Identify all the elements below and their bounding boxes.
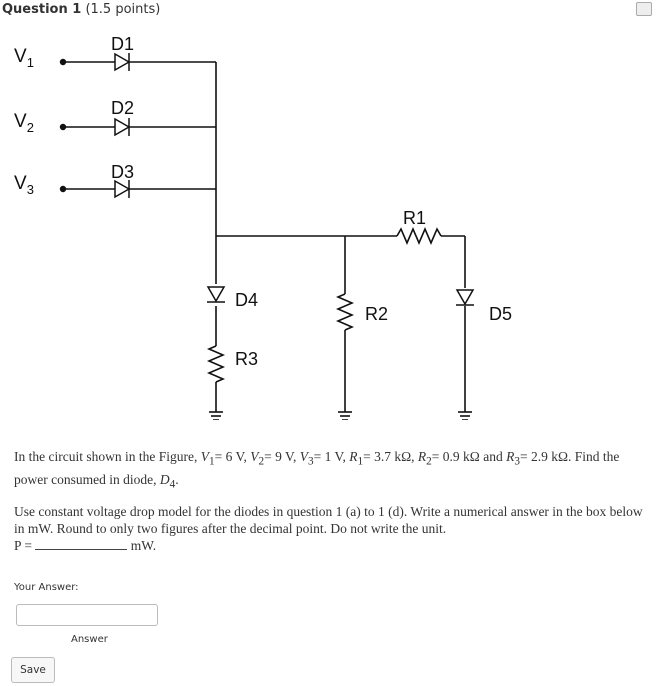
question-header: Question 1 (1.5 points): [0, 0, 658, 20]
ground-symbol-right: [458, 411, 472, 420]
diode-d4: [206, 286, 226, 303]
save-button[interactable]: Save: [11, 657, 55, 683]
label-v1: V1: [14, 46, 34, 70]
terminal-v3: [59, 185, 67, 193]
resistor-r1: [396, 226, 442, 246]
question-title: Question 1: [2, 2, 82, 17]
terminal-v2: [59, 123, 67, 131]
diode-d3: [114, 179, 131, 199]
circuit-diagram: V1 V2 V3 D1 D2 D3 R1 D4 R2 D5 R3: [5, 28, 523, 420]
diode-d5: [455, 289, 475, 306]
answer-input[interactable]: [16, 604, 158, 626]
label-d4: D4: [235, 290, 258, 310]
label-r1: R1: [403, 208, 426, 228]
resistor-r3: [206, 345, 226, 383]
ground-symbol-left: [209, 411, 223, 420]
ground-symbol-middle: [338, 411, 352, 420]
unit-label: mW.: [130, 538, 157, 553]
label-d2: D2: [111, 98, 134, 118]
answer-label: Your Answer:: [14, 582, 79, 593]
problem-instruction: Use constant voltage drop model for the …: [14, 504, 643, 553]
label-r3: R3: [235, 349, 258, 369]
flag-icon[interactable]: [636, 2, 652, 16]
label-r2: R2: [365, 304, 388, 324]
label-d1: D1: [111, 34, 134, 54]
question-points: (1.5 points): [85, 2, 161, 17]
diode-d2: [114, 117, 131, 137]
answer-caption: Answer: [71, 634, 108, 645]
label-d5: D5: [489, 304, 512, 324]
p-label: P =: [14, 538, 32, 553]
answer-blank-line: [35, 537, 128, 550]
diode-d1: [114, 52, 131, 72]
problem-statement: In the circuit shown in the Figure, V1= …: [14, 449, 620, 491]
label-v2: V2: [14, 111, 34, 135]
terminal-v1: [59, 58, 67, 66]
label-v3: V3: [14, 173, 34, 197]
label-d3: D3: [111, 162, 134, 182]
resistor-r2: [335, 293, 355, 331]
